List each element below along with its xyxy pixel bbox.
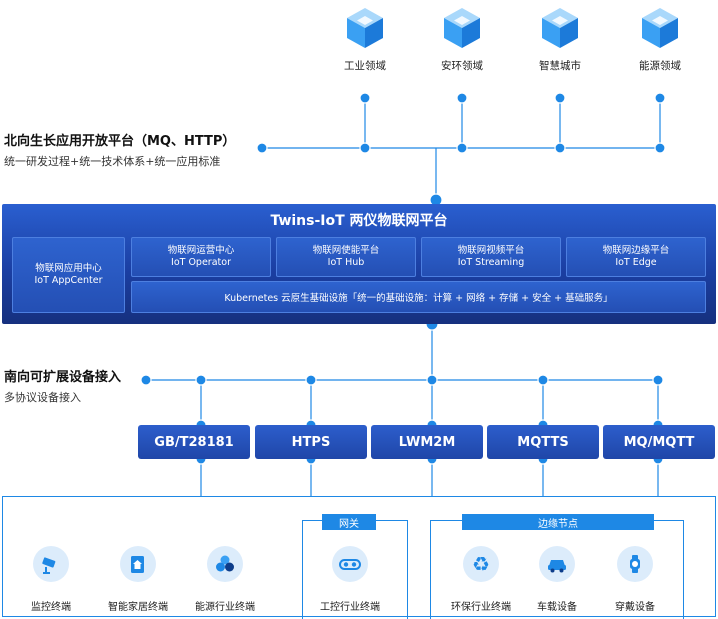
module-en-label: IoT Operator xyxy=(171,257,231,268)
edge-node-tag: 边缘节点 xyxy=(462,514,654,530)
camera-icon xyxy=(33,546,69,582)
terminal-environmental: ♻ 环保行业终端 xyxy=(436,546,526,613)
terminal-label: 监控终端 xyxy=(31,602,71,613)
module-en-label: IoT AppCenter xyxy=(34,275,103,286)
module-app-center: 物联网应用中心 IoT AppCenter xyxy=(12,237,125,313)
protocol-mq-mqtt: MQ/MQTT xyxy=(603,425,715,459)
terminal-vehicle: 车载设备 xyxy=(512,546,602,613)
terminal-monitoring: 监控终端 xyxy=(6,546,96,613)
terminal-label: 车载设备 xyxy=(537,602,577,613)
module-en-label: IoT Edge xyxy=(615,257,657,268)
protocol-gbt28181: GB/T28181 xyxy=(138,425,250,459)
module-cn-label: 物联网运营中心 xyxy=(167,245,235,256)
domain-label: 安环领域 xyxy=(441,60,483,72)
domain-label: 能源领域 xyxy=(639,60,681,72)
watch-icon xyxy=(617,546,653,582)
platform-title: Twins-IoT 两仪物联网平台 xyxy=(270,213,448,229)
terminal-label: 智能家居终端 xyxy=(108,602,168,613)
cube-icon xyxy=(542,8,578,48)
terminal-label: 穿戴设备 xyxy=(615,602,655,613)
protocol-lwm2m: LWM2M xyxy=(371,425,483,459)
terminal-label: 能源行业终端 xyxy=(195,602,255,613)
module-cn-label: 物联网视频平台 xyxy=(457,245,525,256)
module-operator: 物联网运营中心 IoT Operator xyxy=(131,237,271,277)
domain-energy: 能源领域 xyxy=(628,4,692,73)
terminal-label: 工控行业终端 xyxy=(320,602,380,613)
recycle-icon: ♻ xyxy=(463,546,499,582)
module-cn-label: 物联网应用中心 xyxy=(35,263,102,274)
device-area xyxy=(2,496,716,617)
energy-icon xyxy=(207,546,243,582)
terminal-smart-home: 智能家居终端 xyxy=(93,546,183,613)
domain-label: 工业领域 xyxy=(344,60,386,72)
south-title: 南向可扩展设备接入 xyxy=(4,370,122,385)
terminal-energy: 能源行业终端 xyxy=(180,546,270,613)
module-en-label: IoT Streaming xyxy=(457,257,525,268)
module-streaming: 物联网视频平台 IoT Streaming xyxy=(421,237,561,277)
module-cn-label: 物联网使能平台 xyxy=(312,245,380,256)
module-kubernetes-infra: Kubernetes 云原生基础设施「统一的基础设施：计算 + 网络 + 存储 … xyxy=(131,281,706,313)
domain-industrial: 工业领域 xyxy=(333,4,397,73)
terminal-label: 环保行业终端 xyxy=(451,602,511,613)
smart-home-icon xyxy=(120,546,156,582)
protocol-htps: HTPS xyxy=(255,425,367,459)
north-title: 北向生长应用开放平台（MQ、HTTP） xyxy=(4,134,236,149)
module-cn-label: 物联网边缘平台 xyxy=(602,245,670,256)
cube-icon xyxy=(642,8,678,48)
cube-icon xyxy=(444,8,480,48)
gateway-tag: 网关 xyxy=(322,514,376,530)
terminal-industrial-control: 工控行业终端 xyxy=(305,546,395,613)
protocol-mqtts: MQTTS xyxy=(487,425,599,459)
domain-smart-city: 智慧城市 xyxy=(528,4,592,73)
domain-label: 智慧城市 xyxy=(539,60,581,72)
module-en-label: IoT Hub xyxy=(327,257,365,268)
cube-icon xyxy=(347,8,383,48)
module-edge: 物联网边缘平台 IoT Edge xyxy=(566,237,706,277)
south-subtitle: 多协议设备接入 xyxy=(4,391,81,404)
terminal-wearable: 穿戴设备 xyxy=(590,546,680,613)
north-subtitle: 统一研发过程+统一技术体系+统一应用标准 xyxy=(4,155,221,168)
module-hub: 物联网使能平台 IoT Hub xyxy=(276,237,416,277)
industrial-control-icon xyxy=(332,546,368,582)
car-icon xyxy=(539,546,575,582)
domain-safety-environment: 安环领域 xyxy=(430,4,494,73)
